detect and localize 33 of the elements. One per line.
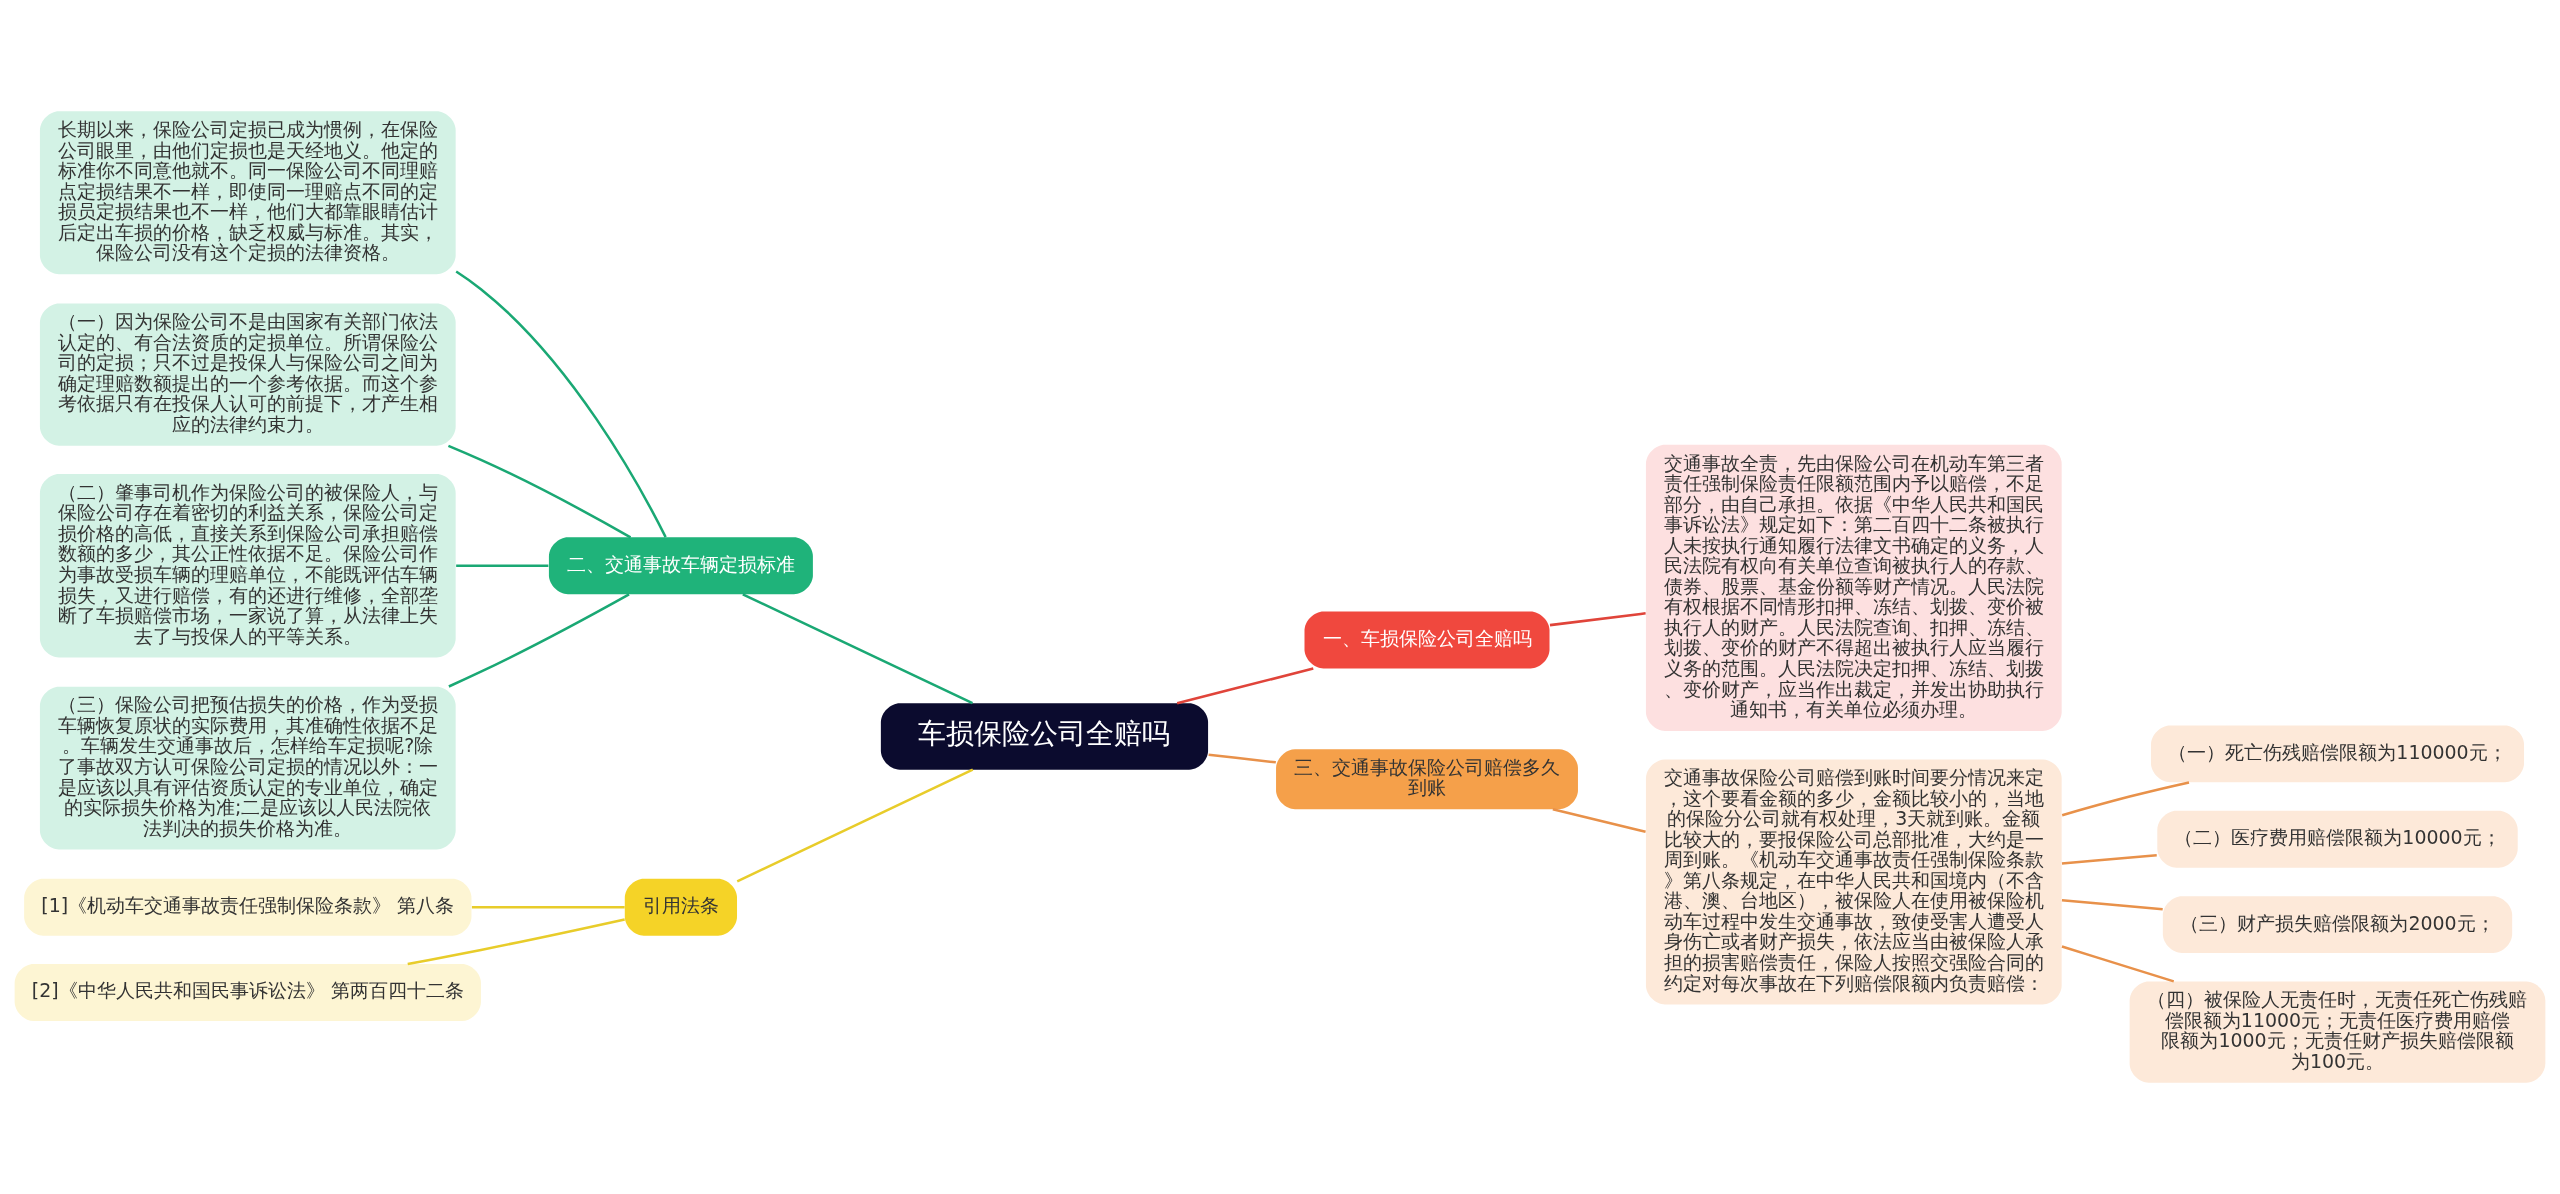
node-box: （三）保险公司把预估损失的价格，作为受损车辆恢复原状的实际费用，其准确性依据不足。车辆发生交通事故后，怎样给车定损呢?除了事故双方认可保险公司定损的情况以外：一是应该以具有评估资质认定的专业单位，确定的实际损失价格为准;二是应该以人民法院依法判决的损失价格为准。 (39, 686, 456, 850)
connector (448, 593, 630, 688)
connector (2061, 945, 2175, 983)
node-box: 引用法条 (624, 878, 737, 936)
node-box: 车损保险公司全赔吗 (880, 703, 1209, 770)
connector (2061, 781, 2190, 817)
node-box: 一、车损保险公司全赔吗 (1304, 611, 1550, 669)
node-box: [1]《机动车交通事故责任强制保险条款》 第八条 (24, 878, 472, 936)
node-box: （二）医疗费用赔偿限额为10000元； (2157, 810, 2518, 868)
node-box: （二）肇事司机作为保险公司的被保险人，与保险公司存在着密切的利益关系，保险公司定损价格的高低，直接关系到保险公司承担赔偿数额的多少，其公正性依据不足。保险公司作为事故受损车辆的理赔单位，不能既评估车辆损失，又进行赔偿，有的还进行维修，全部垄断了车损赔偿市场，一家说了算，从法律上失去了与投保人的平等关系。 (39, 474, 456, 658)
node-box: （一）因为保险公司不是由国家有关部门依法认定的、有合法资质的定损单位。所谓保险公司的定损；只不过是投保人与保险公司之间为确定理赔数额提出的一个参考依据。而这个参考依据只有在投保人认可的前提下，才产生相应的法律约束力。 (39, 303, 456, 446)
connector (447, 444, 632, 539)
connector (742, 593, 973, 705)
connector (455, 270, 667, 538)
node-box: （一）死亡伤残赔偿限额为110000元； (2151, 725, 2525, 783)
node-box: 二、交通事故车辆定损标准 (548, 537, 813, 595)
connector (2061, 899, 2163, 911)
connector (407, 918, 625, 966)
node-box: （四）被保险人无责任时，无责任死亡伤残赔偿限额为11000元；无责任医疗费用赔偿限额为1000元；无责任财产损失赔偿限额为100元。 (2129, 981, 2546, 1083)
connector (1552, 808, 1646, 834)
node-box: [2]《中华人民共和国民事诉讼法》 第两百四十二条 (14, 964, 481, 1022)
node-box: 长期以来，保险公司定损已成为惯例，在保险公司眼里，由他们定损也是天经地义。他定的标准你不同意他就不。同一保险公司不同理赔点定损结果不一样，即使同一理赔点不同的定损员定损结果也不一样，他们大都靠眼睛估计后定出车损的价格，缺乏权威与标准。其实，保险公司没有这个定损的法律资格。 (39, 111, 456, 275)
connector (471, 905, 625, 909)
connector (1208, 753, 1276, 764)
node-box: 三、交通事故保险公司赔偿多久到账 (1276, 749, 1578, 810)
connector (456, 564, 549, 568)
connector (1176, 667, 1314, 705)
node-box: 交通事故全责，先由保险公司在机动车第三者责任强制保险责任限额范围内予以赔偿，不足部分，由自己承担。依据《中华人民共和国民事诉讼法》规定如下：第二百四十二条被执行人未按执行通知履行法律文书确定的义务，人民法院有权向有关单位查询被执行人的存款、债券、股票、基金份额等财产情况。人民法院有权根据不同情形扣押、冻结、划拨、变价被执行人的财产。人民法院查询、扣押、冻结、划拨、变价的财产不得超出被执行人应当履行义务的范围。人民法院决定扣押、冻结、划拨、变价财产，应当作出裁定，并发出协助执行通知书，有关单位必须办理。 (1645, 444, 2062, 731)
connector (2061, 853, 2157, 865)
node-box: （三）财产损失赔偿限额为2000元； (2162, 896, 2513, 954)
connector (1549, 612, 1646, 627)
node-box: 交通事故保险公司赔偿到账时间要分情况来定，这个要看金额的多少，金额比较小的，当地的保险分公司就有权处理，3天就到账。金额比较大的，要报保险公司总部批准，大约是一周到账。《机动车交通事故责任强制保险条款》第八条规定，在中华人民共和国境内（不含港、澳、台地区），被保险人在使用被保险机动车过程中发生交通事故，致使受害人遭受人身伤亡或者财产损失，依法应当由被保险人承担的损害赔偿责任，保险人按照交强险合同的约定对每次事故在下列赔偿限额内负责赔偿： (1645, 759, 2062, 1005)
connector (736, 768, 974, 883)
